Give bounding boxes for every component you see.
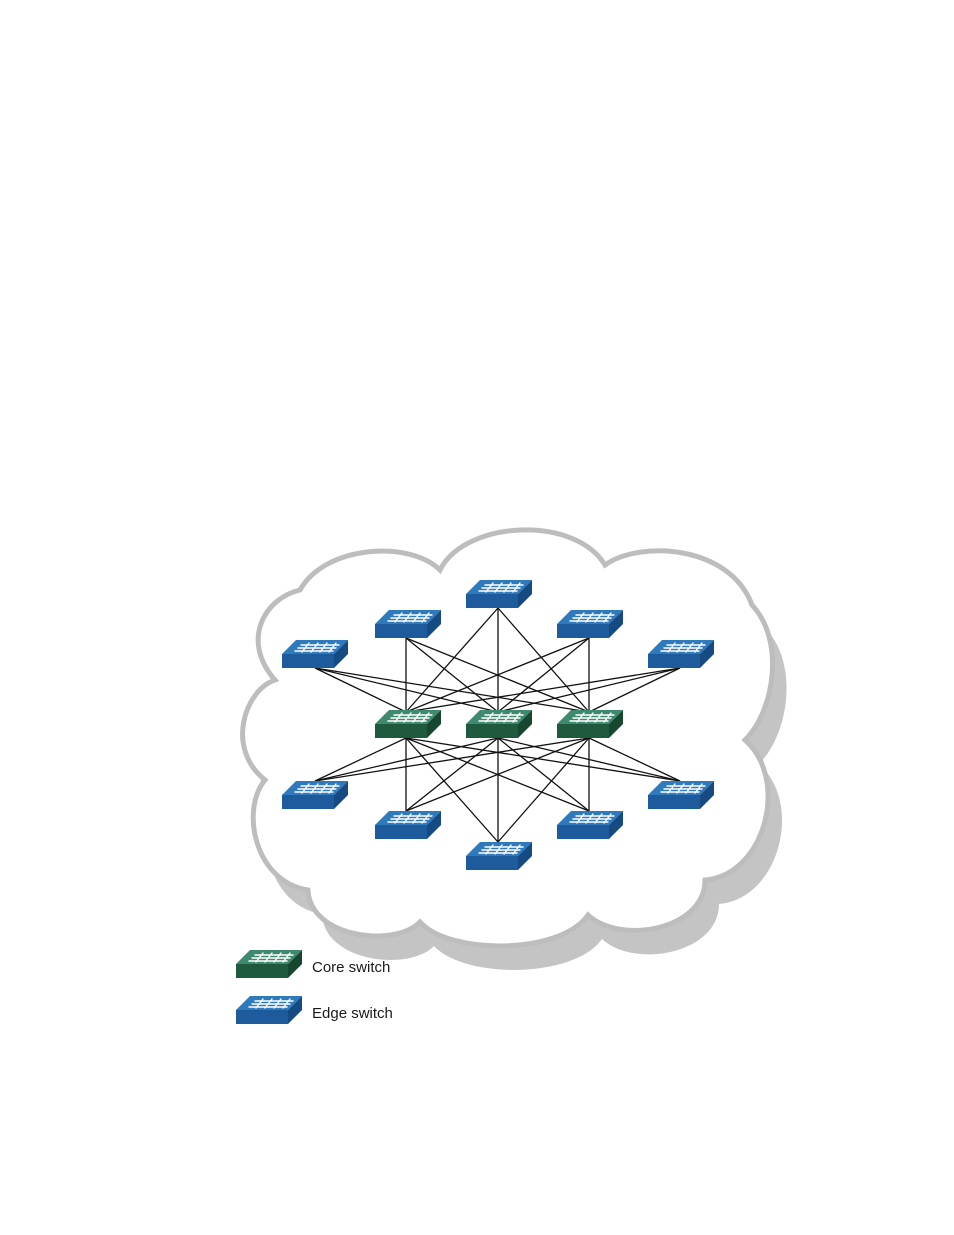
edge-switch-icon (466, 842, 532, 870)
edge-switch-icon (282, 781, 348, 809)
edge-switch-icon (375, 610, 441, 638)
core-switch-icon (375, 710, 441, 738)
legend-edge-label: Edge switch (312, 1005, 393, 1022)
legend: Core switch Edge switch (236, 950, 393, 1024)
legend-edge-switch-icon (236, 996, 302, 1024)
core-switch-icon (466, 710, 532, 738)
edge-switch-icon (375, 811, 441, 839)
edge-switch-icon (648, 640, 714, 668)
edge-switch-icon (648, 781, 714, 809)
edge-switch-icon (557, 610, 623, 638)
legend-core-switch-icon (236, 950, 302, 978)
edge-switch-icon (282, 640, 348, 668)
legend-core-label: Core switch (312, 959, 390, 976)
edge-switch-icon (557, 811, 623, 839)
edge-switch-icon (466, 580, 532, 608)
core-switch-icon (557, 710, 623, 738)
